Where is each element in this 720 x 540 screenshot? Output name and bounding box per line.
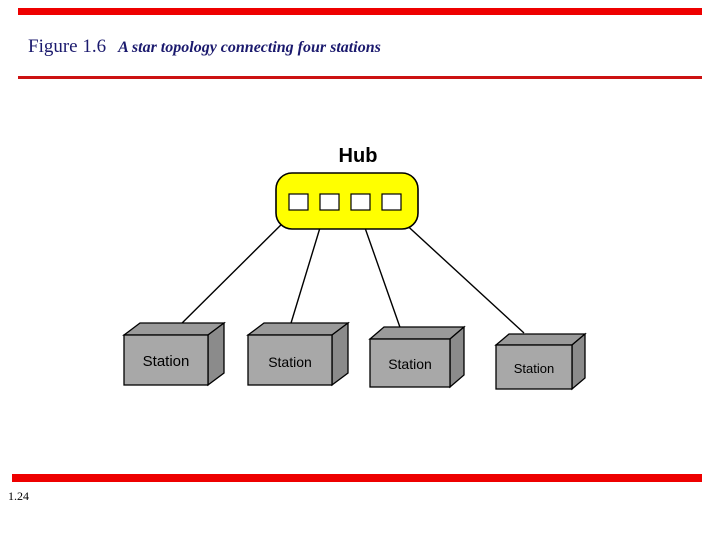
hub-port-2 [319, 193, 340, 211]
station-4-face [495, 344, 573, 390]
station-2-label: Station [268, 354, 312, 370]
star-topology-diagram: Hub Station Station [0, 90, 720, 440]
station-4-label: Station [514, 361, 554, 376]
station-3: Station [368, 325, 466, 389]
page-number: 1.24 [8, 489, 29, 503]
station-3-label: Station [388, 356, 432, 372]
link-4 [387, 207, 525, 334]
station-1-top [122, 322, 226, 336]
station-2-face [247, 334, 333, 386]
figure-title: A star topology connecting four stations [118, 39, 381, 56]
station-1-label: Station [143, 353, 190, 370]
hub-label: Hub [339, 145, 378, 167]
station-1: Station [122, 321, 226, 387]
station-3-face [369, 338, 451, 388]
bottom-rule-accent [12, 474, 702, 482]
station-2: Station [246, 321, 350, 387]
top-rule-accent-right [48, 8, 702, 15]
station-2-top [246, 322, 350, 336]
station-3-top [368, 326, 466, 340]
page-title: Figure 1.6 A star topology connecting fo… [28, 36, 381, 58]
heading-divider [18, 76, 702, 79]
station-4-top [494, 333, 587, 346]
hub-body [275, 172, 419, 230]
top-rule-accent-left [18, 8, 48, 15]
hub-port-1 [288, 193, 309, 211]
hub-ports [288, 193, 402, 211]
station-1-face [123, 334, 209, 386]
station-4: Station [494, 332, 587, 391]
figure-label: Figure 1.6 [28, 36, 107, 57]
hub-port-3 [350, 193, 371, 211]
hub-device [275, 172, 419, 230]
hub-port-4 [381, 193, 402, 211]
link-1 [171, 207, 299, 334]
